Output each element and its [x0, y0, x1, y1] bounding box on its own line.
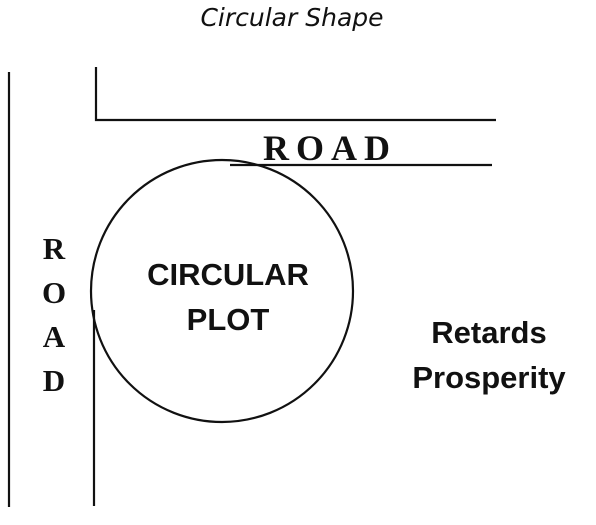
plot-label-line-1: CIRCULAR: [147, 257, 309, 292]
plot-label-line-2: PLOT: [187, 302, 270, 337]
left-road-letter-a: A: [43, 319, 66, 354]
top-road-corner-line: [94, 67, 496, 122]
circular-plot-outline: [89, 158, 355, 424]
top-road-label: ROAD: [263, 128, 397, 168]
left-road-letter-d: D: [43, 363, 65, 398]
left-road-letter-o: O: [42, 275, 66, 310]
effect-label-line-2: Prosperity: [412, 360, 566, 395]
effect-label-line-1: Retards: [431, 315, 546, 350]
left-road-letter-r: R: [43, 231, 66, 266]
diagram-title: Circular Shape: [200, 3, 383, 32]
